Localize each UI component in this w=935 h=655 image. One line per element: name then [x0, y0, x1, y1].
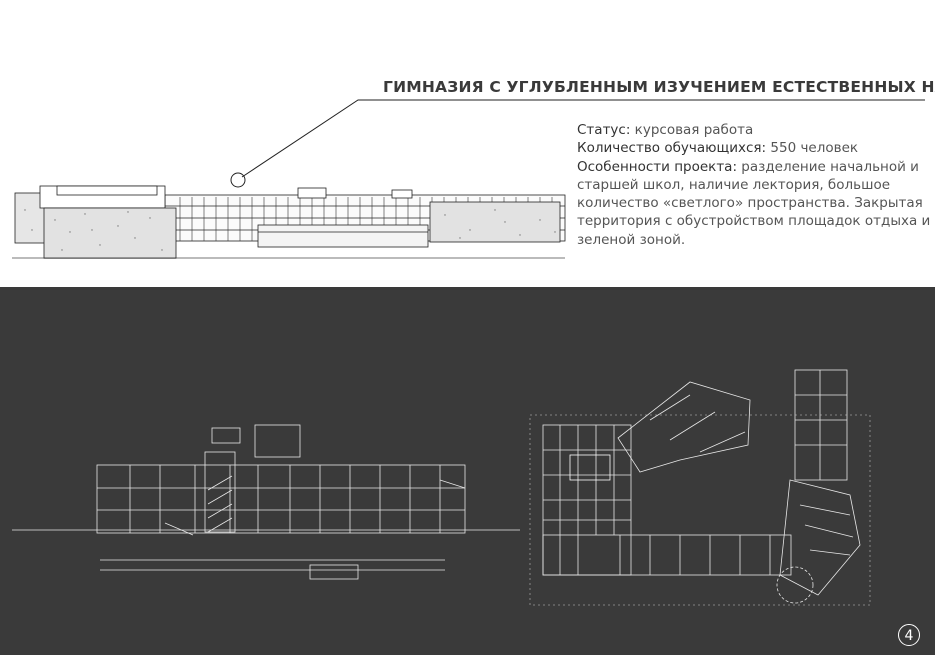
students-value: 550 человек: [766, 140, 859, 157]
status-label: Статус:: [577, 122, 631, 138]
features-label: Особенности проекта:: [577, 158, 738, 175]
status-value: курсовая работа: [630, 122, 754, 138]
project-info: Статус: курсовая работа Количество обуча…: [577, 121, 932, 249]
building-section-drawing: [12, 424, 520, 580]
status-row: Статус: курсовая работа: [577, 121, 932, 139]
building-perspective-image: [12, 185, 566, 259]
students-label: Количество обучающихся:: [577, 140, 767, 157]
page-title: ГИМНАЗИЯ С УГЛУБЛЕННЫМ ИЗУЧЕНИЕМ ЕСТЕСТВ…: [383, 78, 935, 96]
callout-leader: [230, 99, 925, 188]
students-row: Количество обучающихся: 550 человек: [577, 139, 932, 157]
features-value: разделение начальной и старшей школ, нал…: [577, 158, 931, 248]
floor-plan-drawing: [529, 369, 871, 606]
page-number: 4: [898, 624, 920, 646]
features-row: Особенности проекта: разделение начально…: [577, 158, 932, 249]
